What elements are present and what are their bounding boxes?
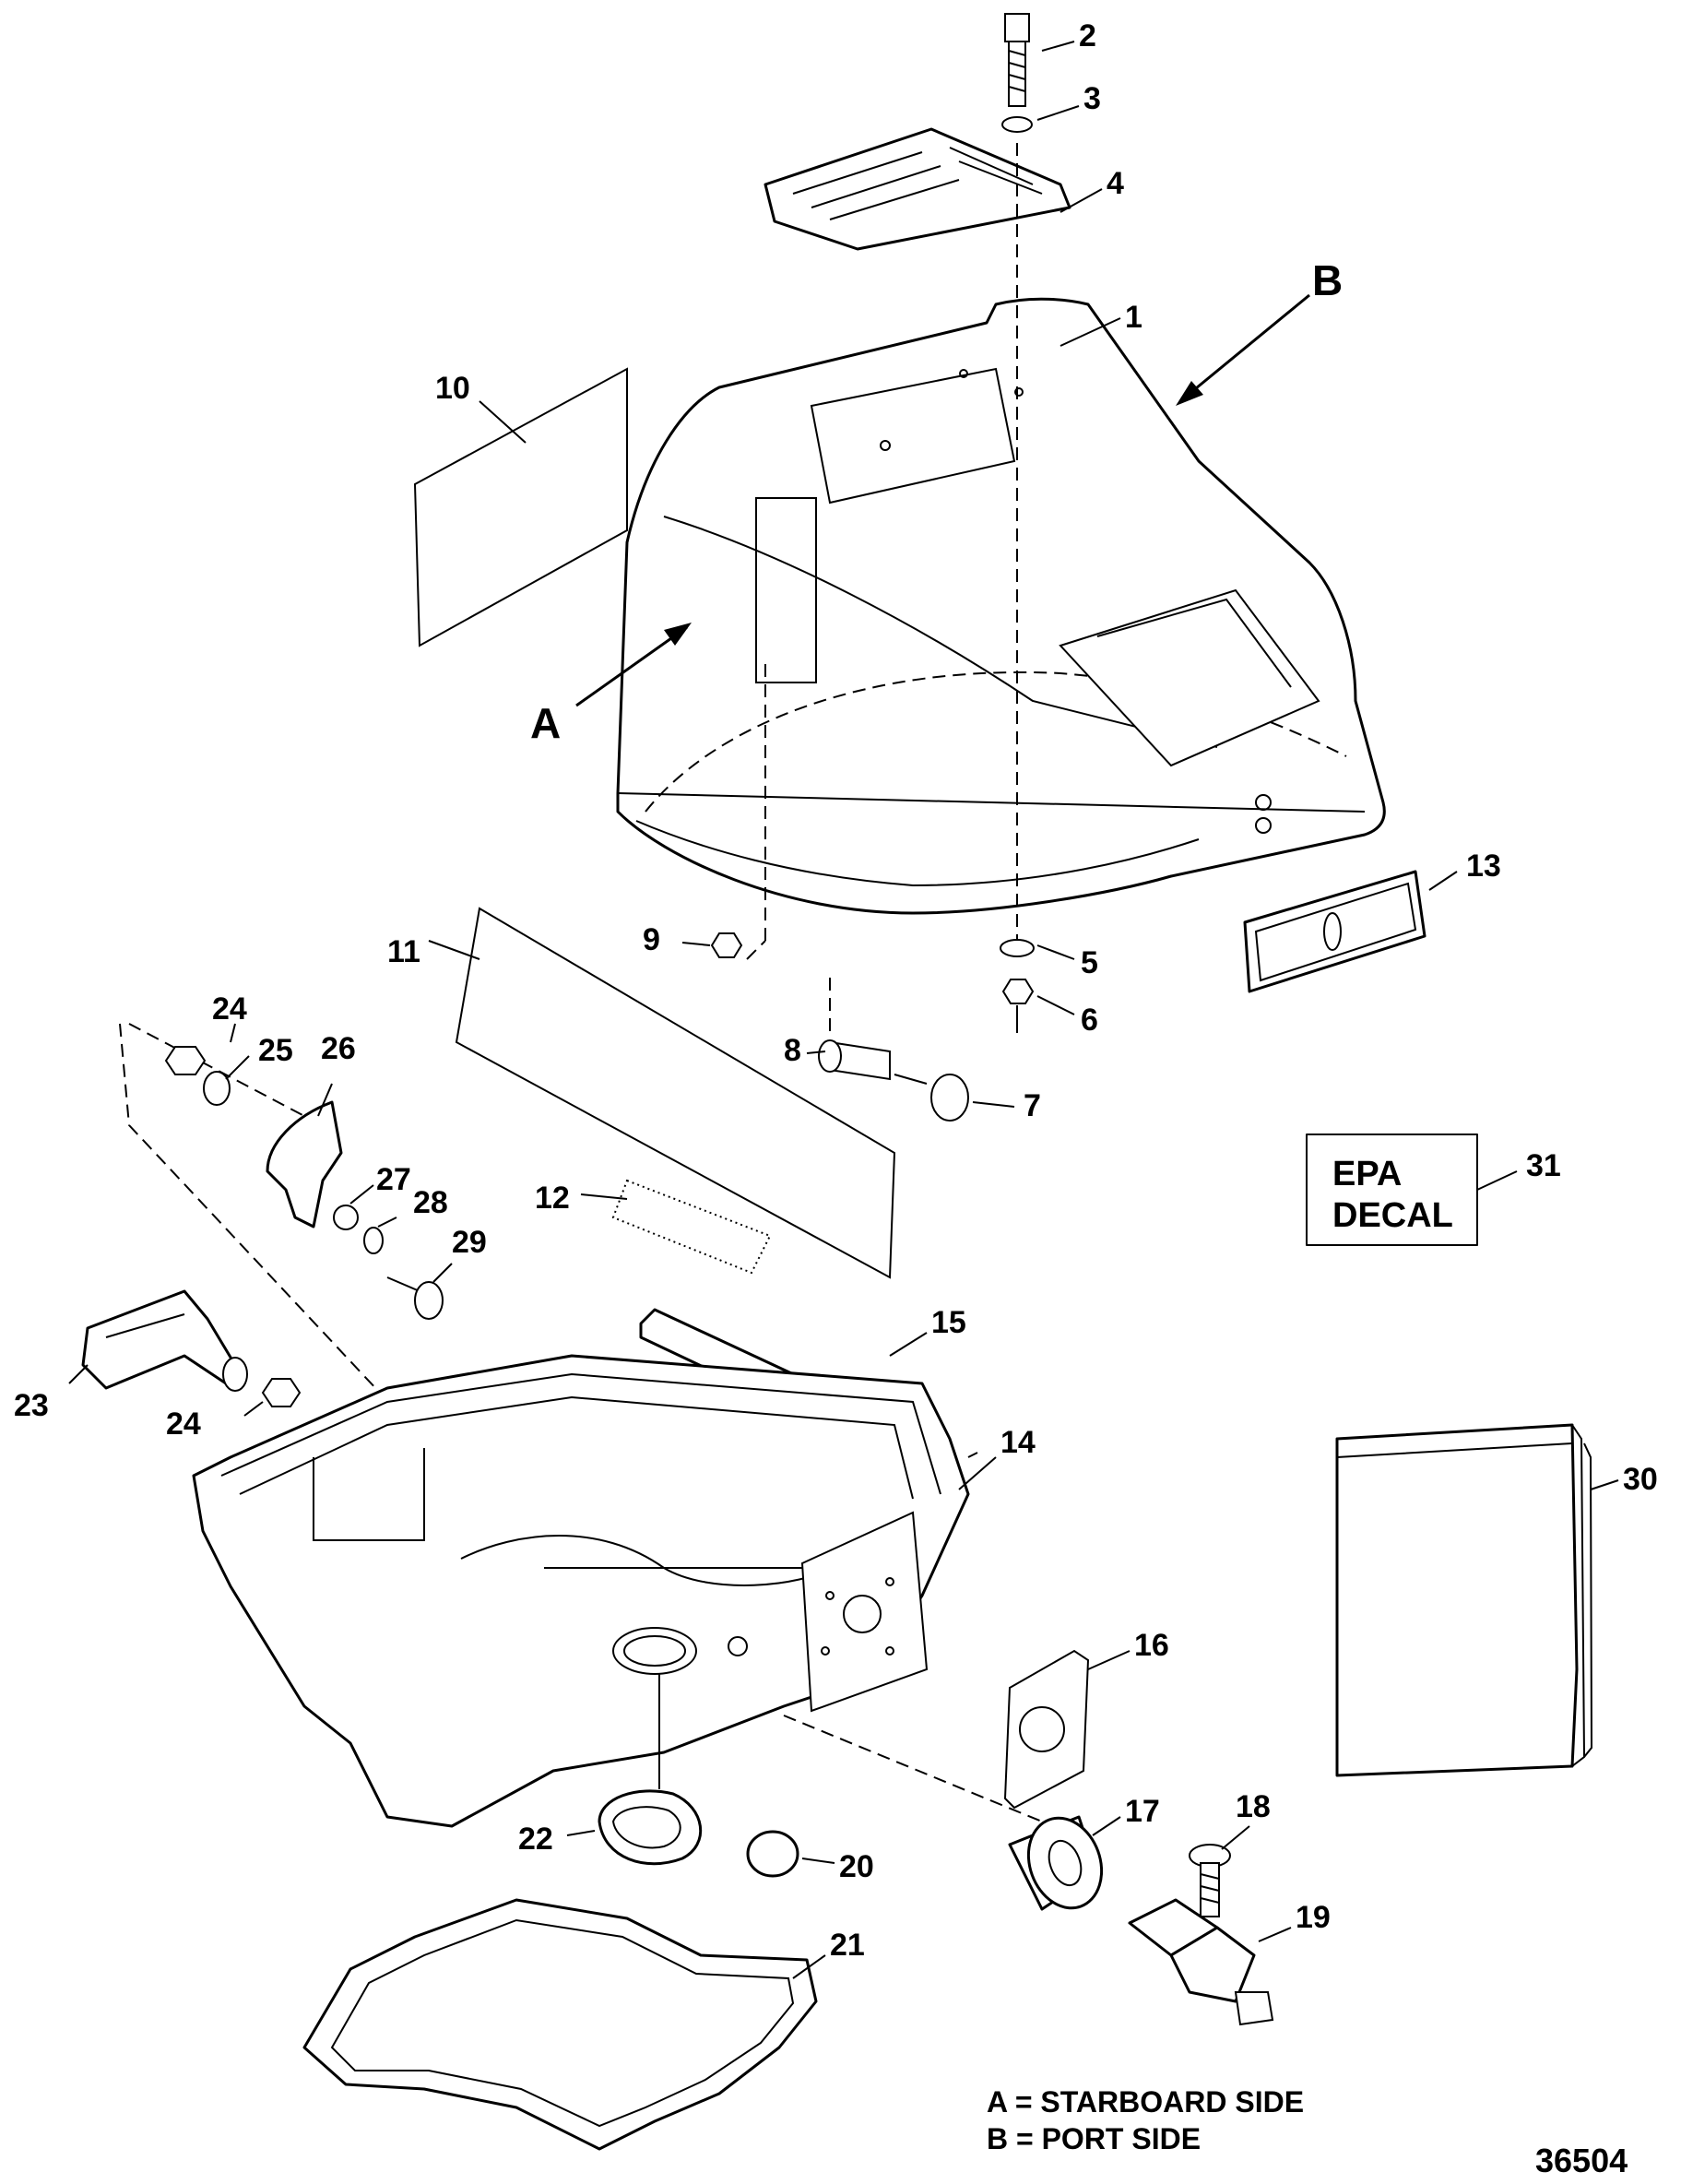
washer-25 bbox=[203, 1071, 231, 1106]
washer-27 bbox=[333, 1205, 359, 1230]
latch-handle-23 bbox=[81, 1289, 248, 1392]
legend-a: A = STARBOARD SIDE bbox=[987, 2085, 1304, 2119]
callout-29: 29 bbox=[452, 1225, 487, 1260]
screw-18 bbox=[1189, 1844, 1231, 1917]
callout-23: 23 bbox=[14, 1388, 49, 1423]
callout-6: 6 bbox=[1081, 1003, 1098, 1038]
nut-24-upper bbox=[164, 1046, 207, 1075]
callout-12: 12 bbox=[535, 1181, 570, 1216]
callout-17: 17 bbox=[1125, 1794, 1160, 1829]
callout-25: 25 bbox=[258, 1033, 293, 1068]
callout-26: 26 bbox=[321, 1031, 356, 1066]
nut-24-lower bbox=[261, 1378, 302, 1407]
top-vent-cover bbox=[764, 127, 1071, 251]
callout-11: 11 bbox=[387, 934, 420, 969]
callout-27: 27 bbox=[376, 1162, 411, 1197]
screw-29 bbox=[386, 1276, 444, 1320]
callout-8: 8 bbox=[784, 1033, 801, 1068]
epa-decal-line1: EPA bbox=[1332, 1155, 1402, 1193]
callout-24-lower: 24 bbox=[166, 1407, 201, 1442]
callout-3: 3 bbox=[1083, 81, 1101, 116]
callout-20: 20 bbox=[839, 1849, 874, 1884]
callout-24-upper: 24 bbox=[212, 991, 247, 1027]
callout-13: 13 bbox=[1466, 849, 1501, 884]
callout-22: 22 bbox=[518, 1822, 553, 1857]
washer-28 bbox=[363, 1227, 384, 1254]
latch-hook-26 bbox=[266, 1100, 343, 1228]
view-arrow-b: B bbox=[1176, 256, 1343, 406]
legend: A = STARBOARD SIDE B = PORT SIDE bbox=[987, 2085, 1304, 2155]
callout-31: 31 bbox=[1526, 1148, 1561, 1183]
callout-18: 18 bbox=[1236, 1789, 1271, 1824]
screw-2 bbox=[1004, 13, 1030, 107]
grommet-8 bbox=[818, 1039, 891, 1081]
latch-dash-line bbox=[119, 1023, 407, 1421]
view-label-a: A bbox=[530, 699, 561, 747]
callout-28: 28 bbox=[413, 1185, 448, 1220]
callout-5: 5 bbox=[1081, 945, 1098, 980]
callout-14: 14 bbox=[1000, 1425, 1036, 1460]
decal-12 bbox=[611, 1179, 772, 1275]
callout-leaders bbox=[68, 41, 1619, 1979]
callout-21: 21 bbox=[830, 1928, 865, 1963]
washer-5 bbox=[1000, 939, 1035, 957]
callout-10: 10 bbox=[435, 371, 470, 406]
callout-30: 30 bbox=[1623, 1462, 1658, 1497]
callout-numbers: 2 3 4 1 10 11 9 5 6 13 8 7 24 25 26 27 2… bbox=[14, 18, 1658, 1963]
epa-decal-31: EPA DECAL bbox=[1306, 1134, 1478, 1246]
view-label-b: B bbox=[1312, 256, 1343, 304]
legend-b: B = PORT SIDE bbox=[987, 2122, 1201, 2155]
hose-grommet-dash bbox=[783, 1715, 1043, 1822]
callout-1: 1 bbox=[1125, 300, 1142, 335]
plate-16 bbox=[1003, 1649, 1090, 1810]
nut-6 bbox=[1001, 979, 1035, 1033]
decal-13 bbox=[1243, 870, 1426, 993]
callout-16: 16 bbox=[1134, 1628, 1169, 1663]
grommet-17 bbox=[1008, 1815, 1104, 1911]
owners-manual-30 bbox=[1335, 1423, 1593, 1777]
fuel-connector-19 bbox=[1128, 1898, 1274, 2026]
top-cowl bbox=[616, 297, 1386, 915]
callout-9: 9 bbox=[643, 922, 660, 957]
view-arrow-a: A bbox=[530, 623, 692, 747]
grommet-22 bbox=[598, 1789, 703, 1866]
callout-2: 2 bbox=[1079, 18, 1096, 53]
bottom-cowl bbox=[192, 1354, 970, 1828]
callout-15: 15 bbox=[931, 1305, 966, 1340]
pin-7 bbox=[829, 978, 969, 1122]
callout-19: 19 bbox=[1296, 1900, 1331, 1935]
washer-3 bbox=[1001, 116, 1033, 133]
plug-20 bbox=[746, 1830, 799, 1878]
decal-10 bbox=[413, 367, 628, 647]
seal-21 bbox=[302, 1898, 818, 2151]
nut-9 bbox=[710, 664, 766, 960]
decal-11 bbox=[455, 907, 896, 1279]
callout-4: 4 bbox=[1107, 166, 1124, 201]
figure-number: 36504 bbox=[1535, 2142, 1628, 2179]
epa-decal-line2: DECAL bbox=[1332, 1196, 1453, 1235]
callout-7: 7 bbox=[1024, 1088, 1041, 1123]
